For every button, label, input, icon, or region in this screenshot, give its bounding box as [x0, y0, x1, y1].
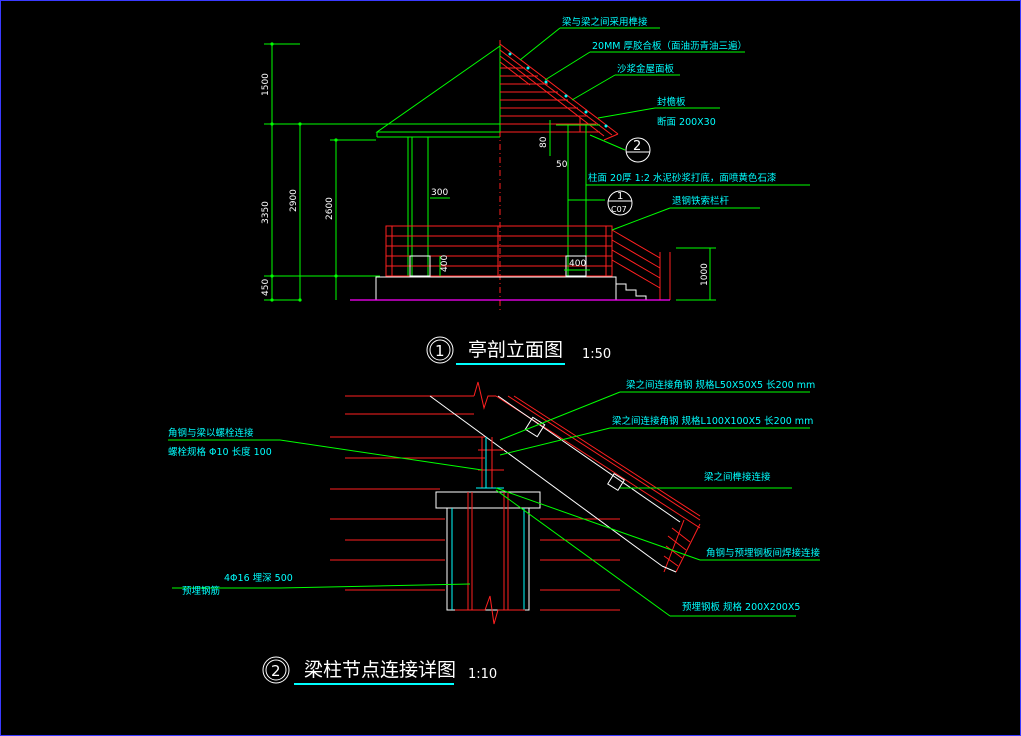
dim-80: 80: [539, 136, 549, 148]
pavilion-section-elevation: 1500 3350 450 2900 2600 300 400 400 80 5…: [261, 16, 810, 365]
beam-column-joint-detail: 梁之间连接角钢 规格L50X50X5 长200 mm 梁之间连接角钢 规格L10…: [168, 379, 821, 685]
drawing2-scale: 1:10: [468, 667, 497, 682]
note-section-size: 断面 200X30: [657, 116, 716, 128]
dim-400-left: 400: [440, 255, 450, 272]
dim-2600: 2600: [325, 197, 335, 220]
dim-450: 450: [261, 279, 271, 296]
svg-text:2: 2: [633, 139, 641, 154]
note-weld: 角钢与预埋钢板间焊接连接: [706, 547, 821, 559]
note-column-finish: 柱面 20厚 1:2 水泥砂浆打底，面喷黄色石漆: [588, 172, 777, 184]
right-roof-section: [499, 43, 619, 141]
dim-1500: 1500: [261, 73, 271, 96]
note-embedded-plate: 预埋钢板 规格 200X200X5: [682, 601, 800, 613]
detail-callout-1-c07: 1 C07: [607, 190, 633, 216]
note-rebar-spec: 4Φ16 埋深 500: [224, 573, 293, 584]
svg-text:1: 1: [617, 191, 623, 202]
dim-1000: 1000: [700, 263, 710, 286]
dim-50: 50: [556, 160, 568, 170]
note-rebar: 预埋钢筋: [182, 585, 220, 597]
drawing2-title: 梁柱节点连接详图: [304, 659, 456, 681]
note-beam-tenon: 梁与梁之间采用榫接: [562, 16, 648, 28]
railings: [385, 225, 671, 300]
note-bolt-spec: 螺栓规格 Φ10 长度 100: [168, 446, 272, 458]
drawing1-title-block: 1 亭剖立面图 1:50: [426, 336, 611, 365]
svg-text:C07: C07: [611, 205, 627, 214]
drawing1-scale: 1:50: [582, 347, 611, 362]
dim-300: 300: [431, 188, 448, 198]
drawing2-number: 2: [271, 662, 281, 680]
dim-2900: 2900: [289, 189, 299, 212]
note-railing: 退钢铁索栏杆: [672, 195, 730, 207]
note-angle-l50: 梁之间连接角钢 规格L50X50X5 长200 mm: [626, 379, 815, 391]
note-plywood: 20MM 厚胶合板（面油沥青油三遍）: [592, 40, 747, 52]
note-bolt-connection: 角钢与梁以螺栓连接: [168, 427, 254, 439]
drawing1-number: 1: [435, 342, 445, 360]
detail-callout-2: 2: [625, 137, 651, 163]
dim-3350: 3350: [261, 201, 271, 224]
note-angle-l100: 梁之间连接角钢 规格L100X100X5 长200 mm: [612, 415, 813, 427]
drawing2-title-block: 2 梁柱节点连接详图 1:10: [262, 656, 497, 685]
note-roof-panel: 沙浆金屋面板: [617, 63, 675, 75]
dim-400-right: 400: [569, 259, 586, 269]
left-roof-elevation: [375, 45, 501, 133]
note-tenon-joint: 梁之间榫接连接: [704, 471, 771, 483]
drawing1-title: 亭剖立面图: [468, 339, 563, 361]
note-fascia: 封檐板: [657, 96, 686, 108]
